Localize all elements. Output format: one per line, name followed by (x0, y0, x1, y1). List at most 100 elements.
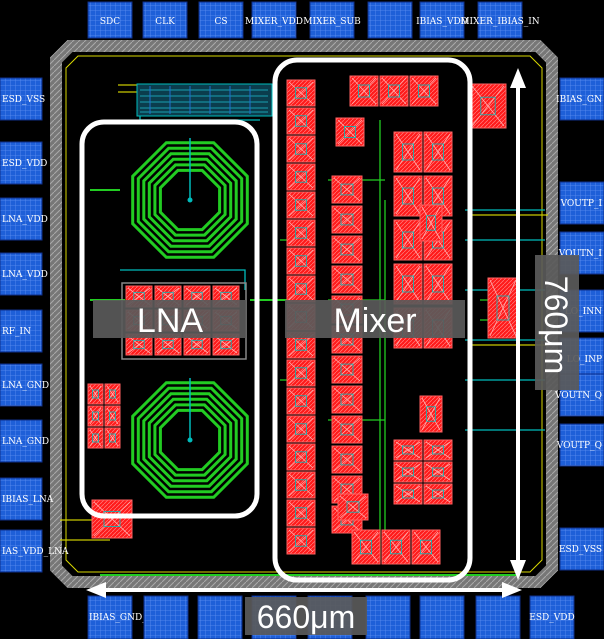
mixer-highlight-frame (272, 57, 473, 583)
transistor-cell (331, 415, 363, 444)
mixer-label-bg (285, 300, 465, 338)
transistor-cell (286, 471, 316, 499)
top-pad-label: SDC (100, 17, 120, 27)
top-pad-label: IBIAS_VDD (416, 17, 468, 27)
transistor-cell (423, 439, 453, 461)
transistor-cell (331, 265, 363, 294)
arrow-up-icon (510, 68, 526, 88)
bottom-pad-0: IBIAS_GND_LNA (87, 595, 168, 639)
transistor-cell (337, 493, 369, 521)
transistor-cell (286, 499, 316, 527)
transistor-cell (411, 529, 441, 565)
transistor-cell (379, 75, 409, 107)
width-label: 660μm (257, 599, 355, 635)
left-pad-label: RF_IN (2, 327, 31, 337)
right-pad-7: ESD_VSS (559, 527, 604, 571)
transistor-cell (286, 219, 316, 247)
bottom-pad-label: ESD_VDD (529, 613, 574, 623)
top-right-cell (469, 83, 507, 129)
top-pad-6: IBIAS_VDD (416, 1, 468, 39)
left-pad-label: LNA_GND (2, 381, 49, 391)
arrow-down-icon (510, 560, 526, 580)
top-pad-label: CLK (155, 17, 175, 27)
left-pad-7: IBIAS_LNA (0, 477, 54, 521)
top-pad-label: MIXER_IBIAS_IN (460, 17, 539, 27)
left-pad-6: LNA_GND (0, 419, 49, 463)
right-pad-label: VOUTN_I (558, 249, 603, 259)
left-pad-4: RF_IN (0, 309, 43, 353)
left-pad-column: ESD_VSSESD_VDDLNA_VDDLNA_VDDRF_INLNA_GND… (0, 77, 69, 573)
transistor-cell (331, 235, 363, 264)
transistor-cell (393, 263, 423, 305)
inductor-1 (131, 378, 249, 499)
transistor-cell (87, 427, 104, 449)
left-pad-1: ESD_VDD (0, 141, 47, 185)
bottom-pad-label: IBIAS_GND_LNA (89, 613, 168, 623)
left-pad-label: LNA_GND (2, 437, 49, 447)
transistor-cell (331, 385, 363, 414)
transistor-cell (104, 427, 121, 449)
right-pad-1: VOUTP_I (559, 181, 604, 225)
right-pad-6: VOUTP_Q (556, 423, 604, 467)
transistor-cell (286, 387, 316, 415)
transistor-cell (393, 175, 423, 217)
transistor-cell (393, 219, 423, 261)
arrow-right-icon (502, 582, 522, 598)
left-pad-label: IBIAS_LNA (2, 495, 54, 505)
top-pad-5 (367, 1, 413, 39)
transistor-cell (286, 135, 316, 163)
misc-transistors (87, 83, 519, 539)
top-pad-0: SDC (87, 1, 133, 39)
transistor-cell (393, 439, 423, 461)
right-pad-label: VOUTN_Q (554, 391, 602, 401)
bottom-pad-6 (419, 595, 465, 639)
transistor-cell (331, 175, 363, 204)
right-pad-label: ESD_VSS (559, 545, 602, 555)
transistor-cell (286, 359, 316, 387)
left-pad-8: IAS_VDD_LNA (0, 529, 69, 573)
transistor-cell (87, 405, 104, 427)
transistor-cell (335, 117, 365, 147)
transistor-cell (212, 333, 240, 356)
top-pad-label: MIXER_SUB (303, 17, 361, 27)
transistor-cell (331, 355, 363, 384)
transistor-cell (419, 395, 443, 433)
top-pad-1: CLK (142, 1, 188, 39)
top-pad-2: CS (198, 1, 244, 39)
left-pad-label: IAS_VDD_LNA (2, 547, 69, 557)
left-pad-3: LNA_VDD (0, 252, 48, 296)
transistor-cell (104, 383, 121, 405)
transistor-cell (286, 247, 316, 275)
top-pad-label: CS (214, 17, 227, 27)
lna-label-bg (93, 300, 246, 338)
transistor-cell (393, 461, 423, 483)
mixer-transistor-array (286, 75, 453, 565)
control-logic-block (136, 83, 273, 117)
transistor-cell (393, 483, 423, 505)
height-label: 760μm (538, 276, 574, 374)
transistor-cell (331, 205, 363, 234)
lna-inductors (131, 138, 249, 499)
bottom-pad-5 (365, 595, 411, 639)
transistor-cell (286, 107, 316, 135)
transistor-cell (286, 415, 316, 443)
arrow-left-icon (86, 582, 106, 598)
top-pad-4: MIXER_SUB (303, 1, 361, 39)
lna-highlight-frame (79, 119, 260, 519)
left-pad-2: LNA_VDD (0, 197, 48, 241)
top-pad-3: MIXER_VDD (245, 1, 303, 39)
left-pad-label: LNA_VDD (2, 270, 48, 280)
transistor-cell (393, 131, 423, 173)
esd-cell (91, 499, 133, 539)
seal-ring (50, 40, 558, 588)
transistor-cell (154, 333, 182, 356)
height-dimension: 760μm (510, 68, 579, 580)
transistor-cell (423, 131, 453, 173)
bias-cell (487, 277, 519, 339)
right-pad-label: LO_INN (565, 307, 602, 317)
bottom-pad-1 (143, 595, 189, 639)
transistor-cell (286, 275, 316, 303)
